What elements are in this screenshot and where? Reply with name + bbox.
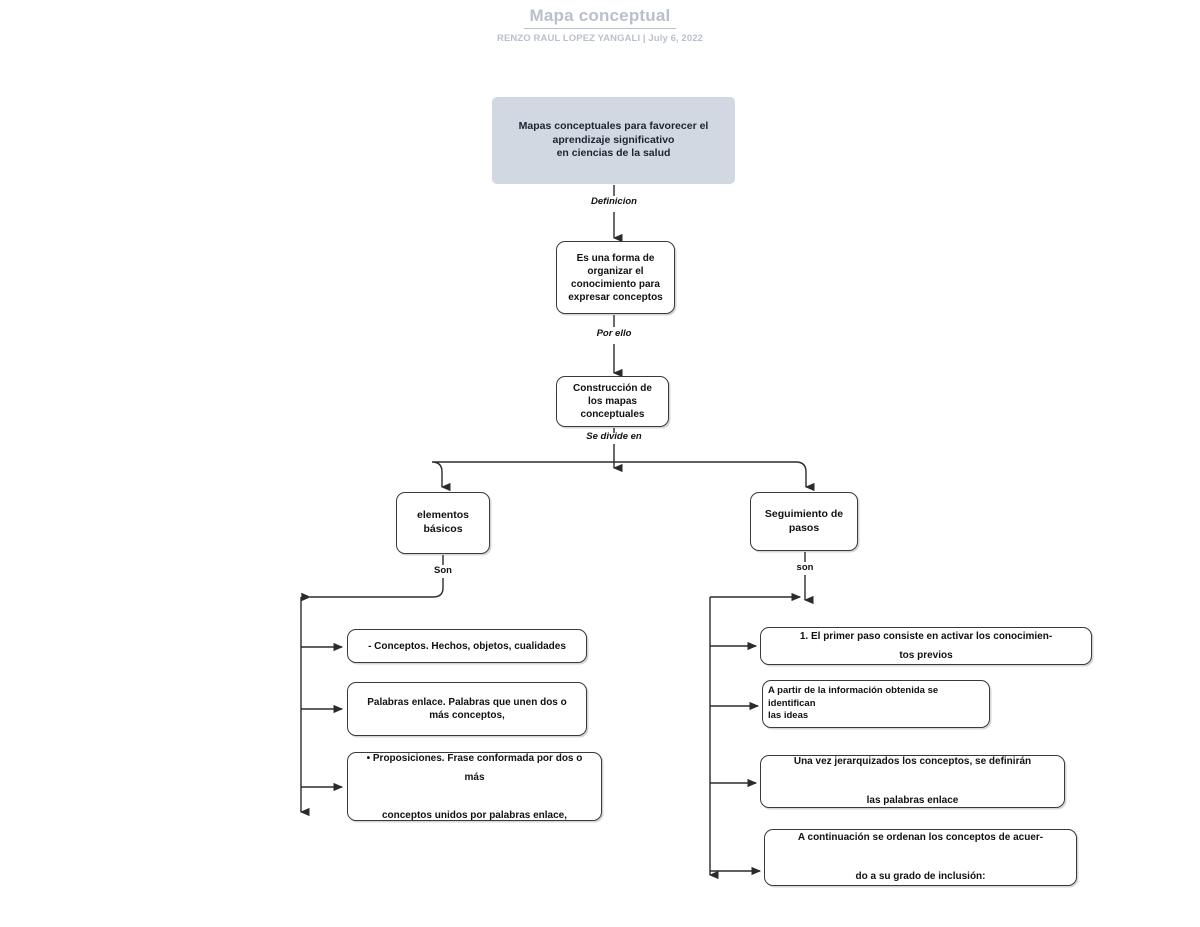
- node-left-linking-words[interactable]: Palabras enlace. Palabras que unen dos o…: [347, 682, 587, 736]
- edge-fork-right: [614, 461, 815, 492]
- edge-elements-trunk: [301, 578, 444, 602]
- author-date-byline: RENZO RAUL LOPEZ YANGALI | July 6, 2022: [497, 33, 703, 44]
- edge-label-por-ello: Por ello: [596, 328, 632, 339]
- page-header: Mapa conceptual RENZO RAUL LOPEZ YANGALI…: [0, 6, 1200, 44]
- node-right-step-1[interactable]: 1. El primer paso consiste en activar lo…: [760, 627, 1092, 665]
- node-left-propositions[interactable]: • Proposiciones. Frase conformada por do…: [347, 752, 602, 821]
- node-right-step-4[interactable]: A continuación se ordenan los conceptos …: [764, 829, 1077, 886]
- edge-label-se-divide-en: Se divide en: [586, 431, 642, 442]
- node-right-step-4-label: A continuación se ordenan los conceptos …: [797, 832, 1044, 883]
- edge-label-definicion: Definicion: [591, 196, 637, 207]
- node-left-concepts-label: - Conceptos. Hechos, objetos, cualidades: [368, 640, 566, 652]
- node-left-concepts[interactable]: - Conceptos. Hechos, objetos, cualidades: [347, 629, 587, 663]
- edge-label-son-left: Son: [434, 565, 452, 576]
- edge-label-son-right: son: [796, 562, 814, 573]
- node-right-step-3-label: Una vez jerarquizados los conceptos, se …: [793, 756, 1032, 807]
- node-left-propositions-label: • Proposiciones. Frase conformada por do…: [366, 752, 583, 821]
- node-left-linking-words-label: Palabras enlace. Palabras que unen dos o…: [367, 697, 567, 721]
- edge-fork-left: [431, 461, 614, 492]
- node-right-step-3[interactable]: Una vez jerarquizados los conceptos, se …: [760, 755, 1065, 808]
- page-title: Mapa conceptual: [523, 6, 677, 29]
- node-right-step-1-label: 1. El primer paso consiste en activar lo…: [799, 630, 1053, 662]
